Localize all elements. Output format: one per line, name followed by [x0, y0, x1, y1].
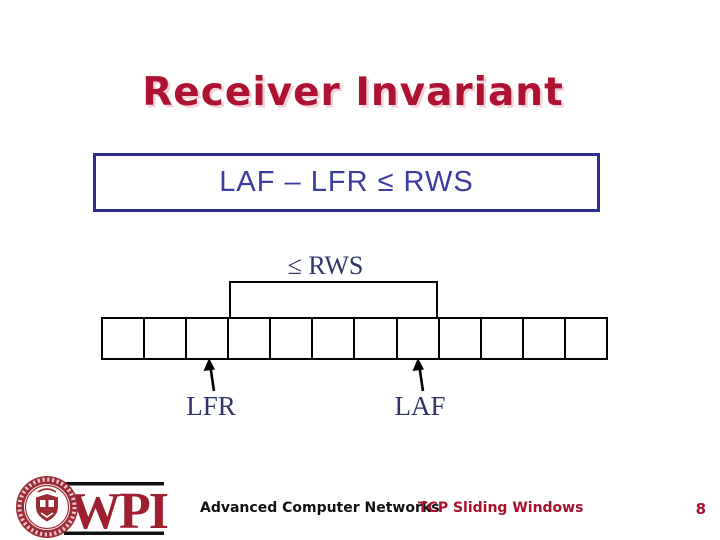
sequence-cell: [440, 319, 482, 358]
sequence-cell: [313, 319, 356, 358]
lfr-arrow: [203, 358, 216, 392]
footer-page-number: 8: [695, 500, 706, 518]
laf-label: LAF: [394, 391, 446, 421]
sequence-cell: [482, 319, 524, 358]
sequence-cell: [398, 319, 440, 358]
lfr-label: LFR: [186, 391, 236, 421]
sequence-cell: [229, 319, 272, 358]
invariant-formula: LAF – LFR ≤ RWS: [219, 166, 474, 198]
sequence-cell: [103, 319, 146, 358]
sequence-cell: [145, 319, 188, 358]
footer-course: Advanced Computer Networks: [200, 500, 440, 516]
sequence-cell: [524, 319, 566, 358]
wpi-logo: WPI: [16, 476, 170, 540]
sequence-cell: [187, 319, 230, 358]
logo-bottom-bar: [64, 531, 164, 535]
logo-top-bar: [64, 482, 164, 486]
laf-arrow: [412, 358, 425, 392]
slide-title: Receiver Invariant: [142, 70, 564, 116]
sequence-cell: [355, 319, 398, 358]
rws-window-bracket: [229, 281, 438, 318]
rws-window-label: ≤ RWS: [287, 251, 364, 280]
invariant-box: LAF – LFR ≤ RWS: [93, 153, 600, 212]
sequence-cell: [566, 319, 606, 358]
logo-wordmark: WPI: [69, 483, 168, 540]
sequence-cells: [101, 317, 608, 360]
sequence-cell: [271, 319, 314, 358]
footer-topic: TCP Sliding Windows: [418, 500, 584, 516]
wpi-seal-icon: [16, 476, 78, 538]
